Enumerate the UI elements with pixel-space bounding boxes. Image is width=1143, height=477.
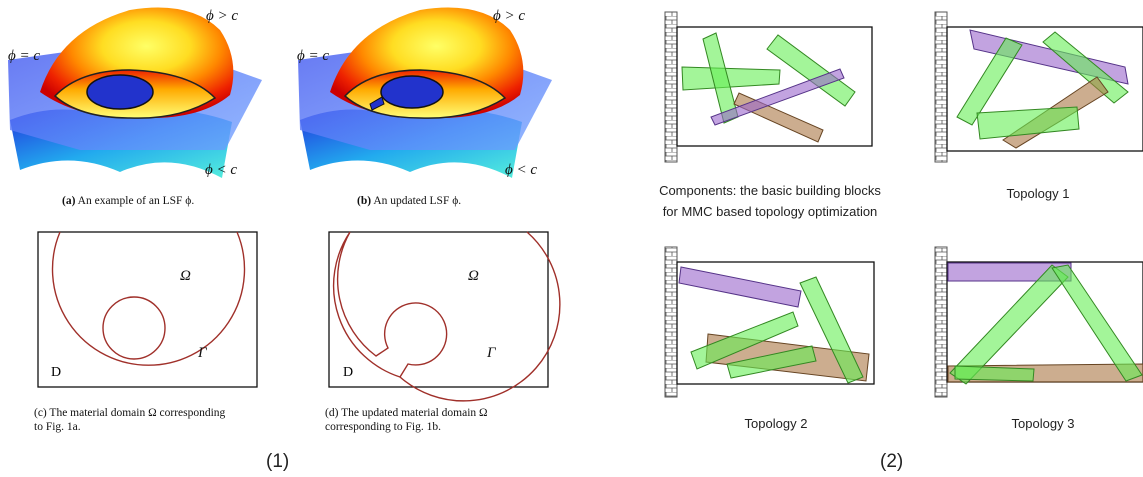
caption-c: (c) The material domain Ω corresponding … [34, 406, 225, 434]
wall [664, 246, 678, 398]
domain-boundary [37, 231, 258, 388]
caption-c-line1: (c) The material domain Ω corresponding [34, 407, 226, 419]
domain-d [328, 231, 561, 402]
topology-1-diagram [934, 11, 1143, 163]
inner-circle [102, 296, 166, 360]
caption-topology-1: Topology 1 [1006, 186, 1070, 201]
outer-circle-right [399, 231, 561, 402]
caption-b: (b) An updated LSF ϕ. [357, 194, 461, 208]
components-diagram [664, 11, 873, 163]
hole [86, 74, 154, 110]
panel-label-1: (1) [266, 451, 290, 472]
component-green [690, 311, 799, 370]
label-phi-lt-c: ϕ < c [205, 162, 238, 178]
component-green [681, 66, 781, 91]
topology-2-diagram [664, 246, 875, 398]
component-green [726, 345, 817, 379]
caption-d-line2: corresponding to Fig. 1b. [325, 421, 441, 433]
wall [934, 246, 948, 398]
caption-a-text: An example of an LSF ϕ. [77, 195, 195, 207]
gamma-label-c: Γ [198, 345, 207, 361]
component-purple [678, 266, 802, 308]
caption-a: (a) An example of an LSF ϕ. [62, 194, 194, 208]
caption-d-line1: (d) The updated material domain Ω [325, 407, 488, 419]
d-label-d: D [343, 365, 354, 380]
panel-label-2: (2) [880, 451, 904, 472]
omega-label-c: Ω [180, 268, 191, 284]
component-green [976, 106, 1080, 140]
lsf-surface-b [298, 7, 552, 178]
label-phi-lt-c-b: ϕ < c [505, 162, 538, 178]
caption-c-line2: to Fig. 1a. [34, 421, 81, 433]
label-phi-eq-c-b: ϕ = c [297, 48, 330, 64]
domain-boundary [328, 231, 549, 388]
hole-channel [369, 96, 385, 111]
domain-c [37, 231, 258, 388]
caption-topology-3: Topology 3 [1011, 416, 1075, 431]
caption-components-line2: for MMC based topology optimization [662, 204, 878, 219]
outer-circle [51, 231, 246, 366]
gamma-label-d: Γ [487, 345, 496, 361]
component-green [799, 276, 864, 384]
wall [934, 11, 948, 163]
label-phi-eq-c: ϕ = c [8, 48, 41, 64]
design-domain [946, 26, 1143, 152]
wall [664, 11, 678, 163]
component-green [954, 365, 1035, 382]
label-phi-gt-c: ϕ > c [206, 8, 239, 24]
component-green [1051, 264, 1143, 382]
d-label-c: D [51, 365, 62, 380]
caption-a-tag: (a) [62, 195, 76, 207]
caption-b-tag: (b) [357, 195, 372, 207]
lsf-surface-a [8, 7, 262, 178]
component-purple [710, 68, 845, 126]
design-domain [676, 26, 873, 147]
caption-components-line1: Components: the basic building blocks [659, 183, 881, 198]
caption-topology-2: Topology 2 [744, 416, 808, 431]
design-domain [676, 261, 875, 385]
caption-d: (d) The updated material domain Ω corres… [325, 406, 488, 434]
caption-b-text: An updated LSF ϕ. [373, 195, 462, 207]
hole [380, 75, 444, 109]
caption-components: Components: the basic building blocks fo… [625, 180, 915, 222]
omega-label-d: Ω [468, 268, 479, 284]
component-green [956, 37, 1023, 126]
topology-3-diagram [934, 246, 1143, 398]
outer-boundary-with-channel [332, 231, 448, 378]
label-phi-gt-c-b: ϕ > c [493, 8, 526, 24]
